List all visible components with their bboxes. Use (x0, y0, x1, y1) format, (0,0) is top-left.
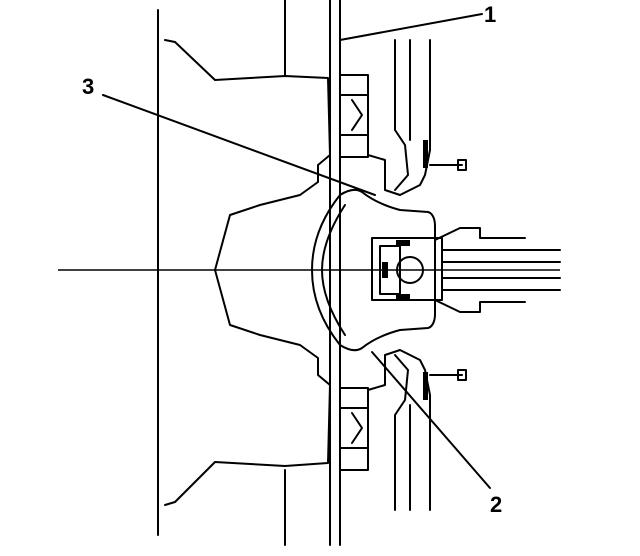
callout-label-1: 1 (484, 2, 496, 27)
axle-housing-upper (434, 227, 526, 241)
axle-housing-lower (434, 299, 526, 313)
callout-label-3: 3 (82, 74, 94, 99)
spindle-nut (371, 237, 443, 301)
hub-flange-lower (367, 349, 431, 511)
knuckle-upper (394, 39, 409, 191)
leader-line-3 (102, 94, 376, 196)
hub-dome-inner (321, 204, 346, 336)
hub-flange-upper (367, 39, 431, 196)
knuckle-lower (394, 354, 409, 511)
wheel-rim-upper (164, 39, 331, 271)
lug-nut-upper (339, 74, 369, 158)
callout-label-2: 2 (490, 492, 502, 517)
lug-nut-lower (339, 387, 369, 471)
hub-dome (339, 188, 436, 352)
leader-line-2 (371, 351, 491, 489)
leader-line-1 (339, 13, 483, 41)
hub-dome-outer (311, 194, 341, 346)
wheel-rim-lower (164, 269, 331, 506)
shield-tab-lower (423, 369, 467, 400)
shield-tab-upper (423, 140, 467, 171)
